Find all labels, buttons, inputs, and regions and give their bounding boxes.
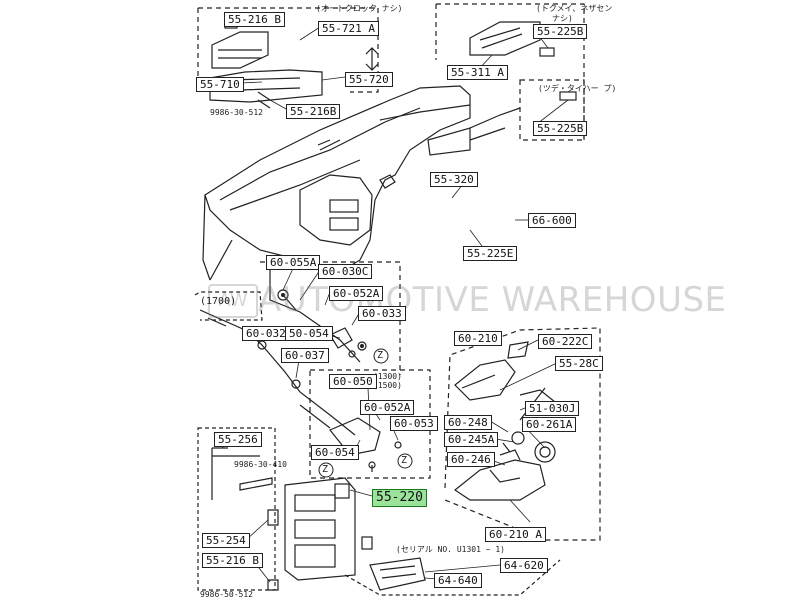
- switch-panel-part: [469, 21, 541, 56]
- part-label-55-216b[interactable]: 55-216 B: [224, 12, 285, 27]
- part-label-55-721a[interactable]: 55-721 A: [318, 21, 379, 36]
- column-cover-upper-part: [454, 359, 516, 401]
- part-label-60-050[interactable]: 60-050: [329, 374, 377, 389]
- part-label-60-055a[interactable]: 60-055A: [266, 255, 321, 270]
- part-label-60-248[interactable]: 60-248: [444, 415, 492, 430]
- part-label-55-28c[interactable]: 55-28C: [555, 356, 603, 371]
- part-label-55-710[interactable]: 55-710: [196, 77, 244, 92]
- part-label-60-245a[interactable]: 60-245A: [444, 432, 499, 447]
- watermark-logo: AW: [208, 284, 258, 318]
- note-no-auto-clock: (オートクロック ナシ): [316, 4, 403, 13]
- part-label-60-222c[interactable]: 60-222C: [538, 334, 593, 349]
- clock-panel-part: [211, 31, 269, 69]
- part-label-55-225b-2[interactable]: 55-225B: [533, 121, 588, 136]
- part-label-55-216b-mid[interactable]: 55-216B: [286, 104, 341, 119]
- bolt-number-mid: 9986-30-410: [234, 460, 287, 469]
- part-label-55-225e[interactable]: 55-225E: [463, 246, 518, 261]
- ashtray-part: [369, 557, 426, 591]
- instrument-panel-part: [204, 85, 471, 273]
- part-label-50-054[interactable]: 50-054: [285, 326, 333, 341]
- part-label-55-216b-bottom[interactable]: 55-216 B: [202, 553, 263, 568]
- clock-bezel-part: [209, 69, 323, 103]
- note-serial: (セリアル NO. U1301 ~ 1): [396, 545, 505, 554]
- part-label-64-620[interactable]: 64-620: [500, 558, 548, 573]
- center-console-part: [284, 477, 356, 581]
- note-option-2: (ツデ・タイハー プ): [538, 84, 617, 93]
- part-label-55-311a[interactable]: 55-311 A: [447, 65, 508, 80]
- part-label-51-030j[interactable]: 51-030J: [525, 401, 580, 416]
- note-1500: (1500): [373, 381, 402, 390]
- part-label-60-037[interactable]: 60-037: [281, 348, 329, 363]
- part-label-60-052a[interactable]: 60-052A: [329, 286, 384, 301]
- part-label-60-030c[interactable]: 60-030C: [318, 264, 373, 279]
- part-label-60-246[interactable]: 60-246: [447, 452, 495, 467]
- part-label-55-225b[interactable]: 55-225B: [533, 24, 588, 39]
- part-label-60-053[interactable]: 60-053: [390, 416, 438, 431]
- bolt-number-bottom: 9986-50-512: [200, 590, 253, 599]
- note-1700: (1700): [200, 296, 237, 307]
- note-option-1b: ナシ): [552, 14, 573, 23]
- part-label-55-254[interactable]: 55-254: [202, 533, 250, 548]
- part-label-60-210[interactable]: 60-210: [454, 331, 502, 346]
- z-marker: Z: [377, 350, 384, 361]
- part-label-60-032[interactable]: 60-032: [242, 326, 290, 341]
- part-label-60-261a[interactable]: 60-261A: [522, 417, 577, 432]
- part-label-60-210a[interactable]: 60-210 A: [485, 527, 546, 542]
- part-label-66-600[interactable]: 66-600: [528, 213, 576, 228]
- part-label-60-052a-2[interactable]: 60-052A: [360, 400, 415, 415]
- part-label-55-220-highlighted[interactable]: 55-220: [372, 489, 427, 507]
- note-option-1: (トクメイ、ネザセン: [536, 4, 613, 13]
- part-label-60-033[interactable]: 60-033: [358, 306, 406, 321]
- column-cover-lower-part: [453, 459, 546, 501]
- z-marker: Z: [401, 455, 408, 466]
- part-label-64-640[interactable]: 64-640: [434, 573, 482, 588]
- part-label-55-320[interactable]: 55-320: [430, 172, 478, 187]
- part-label-55-256[interactable]: 55-256: [214, 432, 262, 447]
- part-label-60-054[interactable]: 60-054: [311, 445, 359, 460]
- note-1300: (1300): [373, 372, 402, 381]
- bolt-number-top: 9986-30-512: [210, 108, 263, 117]
- z-marker: Z: [322, 464, 329, 475]
- part-label-55-720[interactable]: 55-720: [345, 72, 393, 87]
